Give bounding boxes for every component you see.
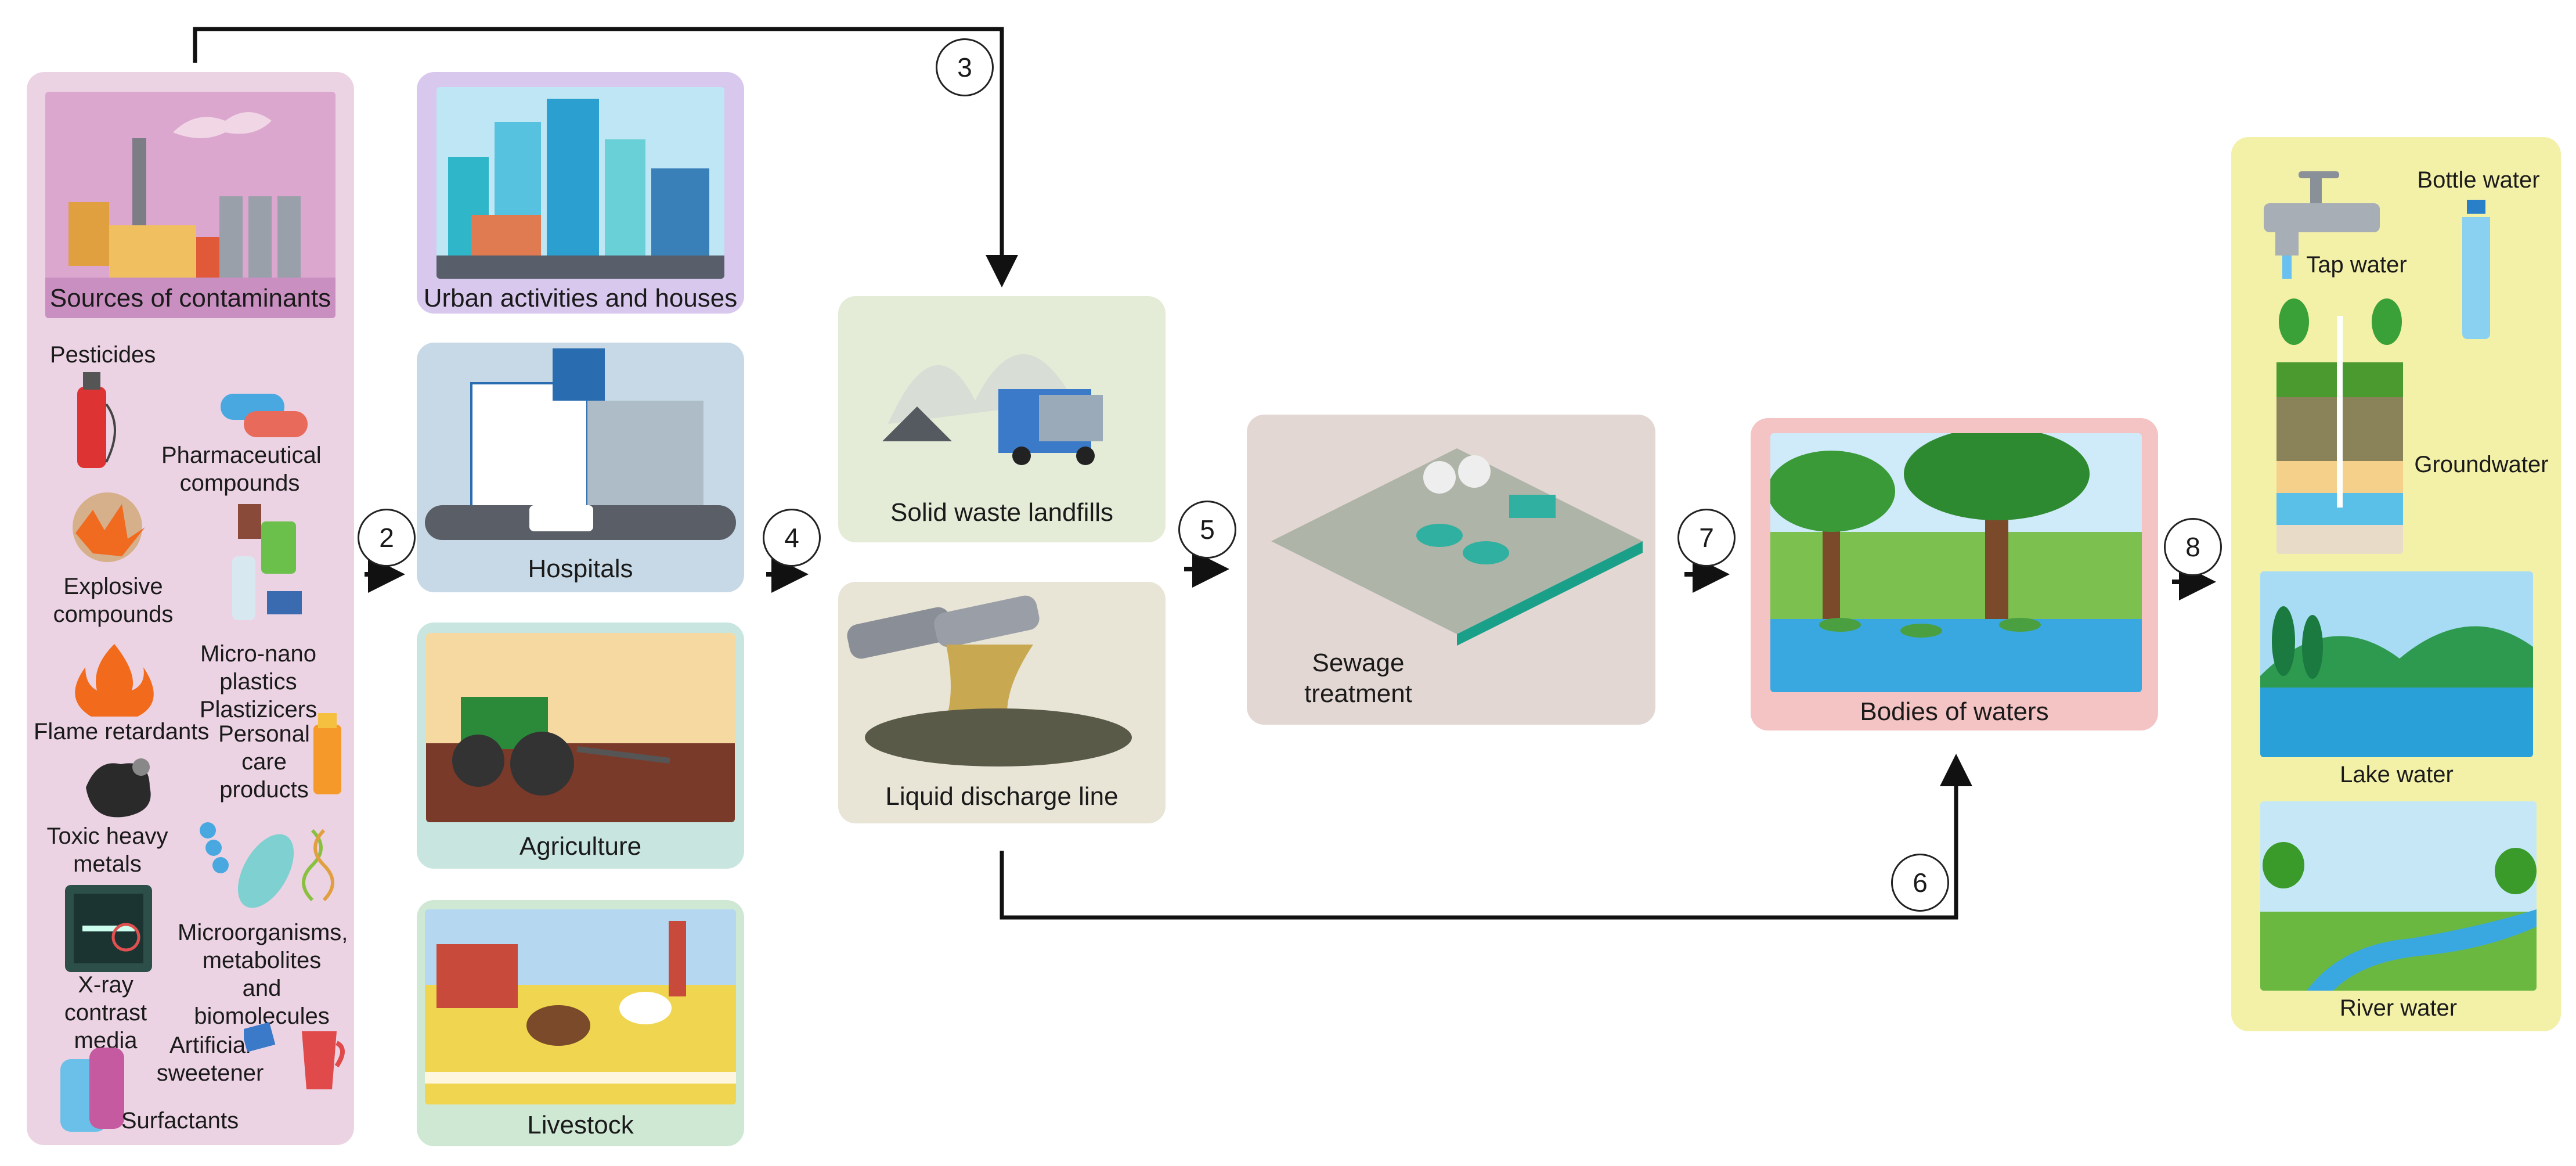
sources-title: Sources of contaminants (49, 284, 331, 312)
flame-retardants-label: Flame retardants (34, 719, 210, 744)
step-8-badge: 8 (2164, 518, 2222, 576)
urban-label: Urban activities and houses (423, 284, 738, 312)
pond-illustration (1770, 433, 2142, 692)
sweetener-label: Artificial sweetener (156, 1032, 264, 1086)
agriculture-label: Agriculture (519, 832, 642, 861)
surfactants-icon (60, 1048, 124, 1132)
heavy-metals-icon (86, 758, 151, 818)
pipes-illustration (842, 592, 1155, 772)
flame-icon (75, 644, 154, 717)
groundwater-illustration (2276, 298, 2403, 554)
xray-label: X-ray contrast media (64, 972, 147, 1053)
microorganisms-icon (200, 822, 334, 908)
connector-6 (1000, 754, 1972, 920)
lake-illustration (2260, 571, 2533, 757)
pesticides-label: Pesticides (50, 342, 156, 368)
surfactants-label: Surfactants (121, 1108, 239, 1133)
sewage-label: Sewage treatment (1304, 649, 1412, 708)
personal-care-icon (313, 713, 341, 794)
landfill-illustration (865, 308, 1143, 482)
tap-icon (2264, 171, 2380, 279)
lake-water-label: Lake water (2340, 762, 2454, 787)
step-6-badge: 6 (1891, 854, 1949, 912)
heavy-metals-label: Toxic heavy metals (46, 823, 168, 877)
pharmaceutical-label: Pharmaceutical compounds (161, 442, 322, 496)
farm-illustration (425, 909, 736, 1104)
personal-care-label: Personal care products (218, 721, 310, 802)
plastics-icon (232, 504, 302, 620)
bottle-water-label: Bottle water (2417, 167, 2540, 193)
tap-water-label: Tap water (2306, 252, 2407, 278)
tractor-illustration (426, 633, 735, 822)
factory-illustration (45, 92, 335, 318)
step-4-badge: 4 (763, 509, 821, 567)
hospital-illustration (425, 348, 736, 540)
step-7-badge: 7 (1677, 509, 1736, 567)
bodies-of-water-label: Bodies of waters (1860, 697, 2049, 726)
pharmaceutical-icon (221, 394, 308, 437)
sewage-plant-illustration (1265, 437, 1648, 646)
connector-3 (193, 27, 1018, 287)
microorganisms-label: Microorganisms, metabolites and biomolec… (178, 920, 348, 1029)
hospitals-label: Hospitals (528, 555, 633, 583)
city-illustration (436, 87, 724, 279)
bottle-icon (2462, 200, 2490, 339)
landfill-label: Solid waste landfills (890, 498, 1113, 527)
plastics-label: Micro-nano plastics Plastizicers (199, 641, 318, 722)
sweetener-icon (244, 1022, 345, 1089)
pesticides-icon (77, 372, 116, 468)
step-5-badge: 5 (1178, 501, 1236, 559)
explosive-label: Explosive compounds (53, 574, 174, 627)
liquid-discharge-label: Liquid discharge line (885, 782, 1119, 811)
xray-icon (65, 885, 152, 972)
river-water-label: River water (2339, 995, 2458, 1021)
explosive-icon (73, 492, 145, 562)
livestock-label: Livestock (527, 1111, 634, 1139)
step-2-badge: 2 (358, 509, 416, 567)
groundwater-label: Groundwater (2414, 452, 2549, 477)
river-illustration (2260, 801, 2537, 991)
step-3-badge: 3 (936, 38, 994, 96)
